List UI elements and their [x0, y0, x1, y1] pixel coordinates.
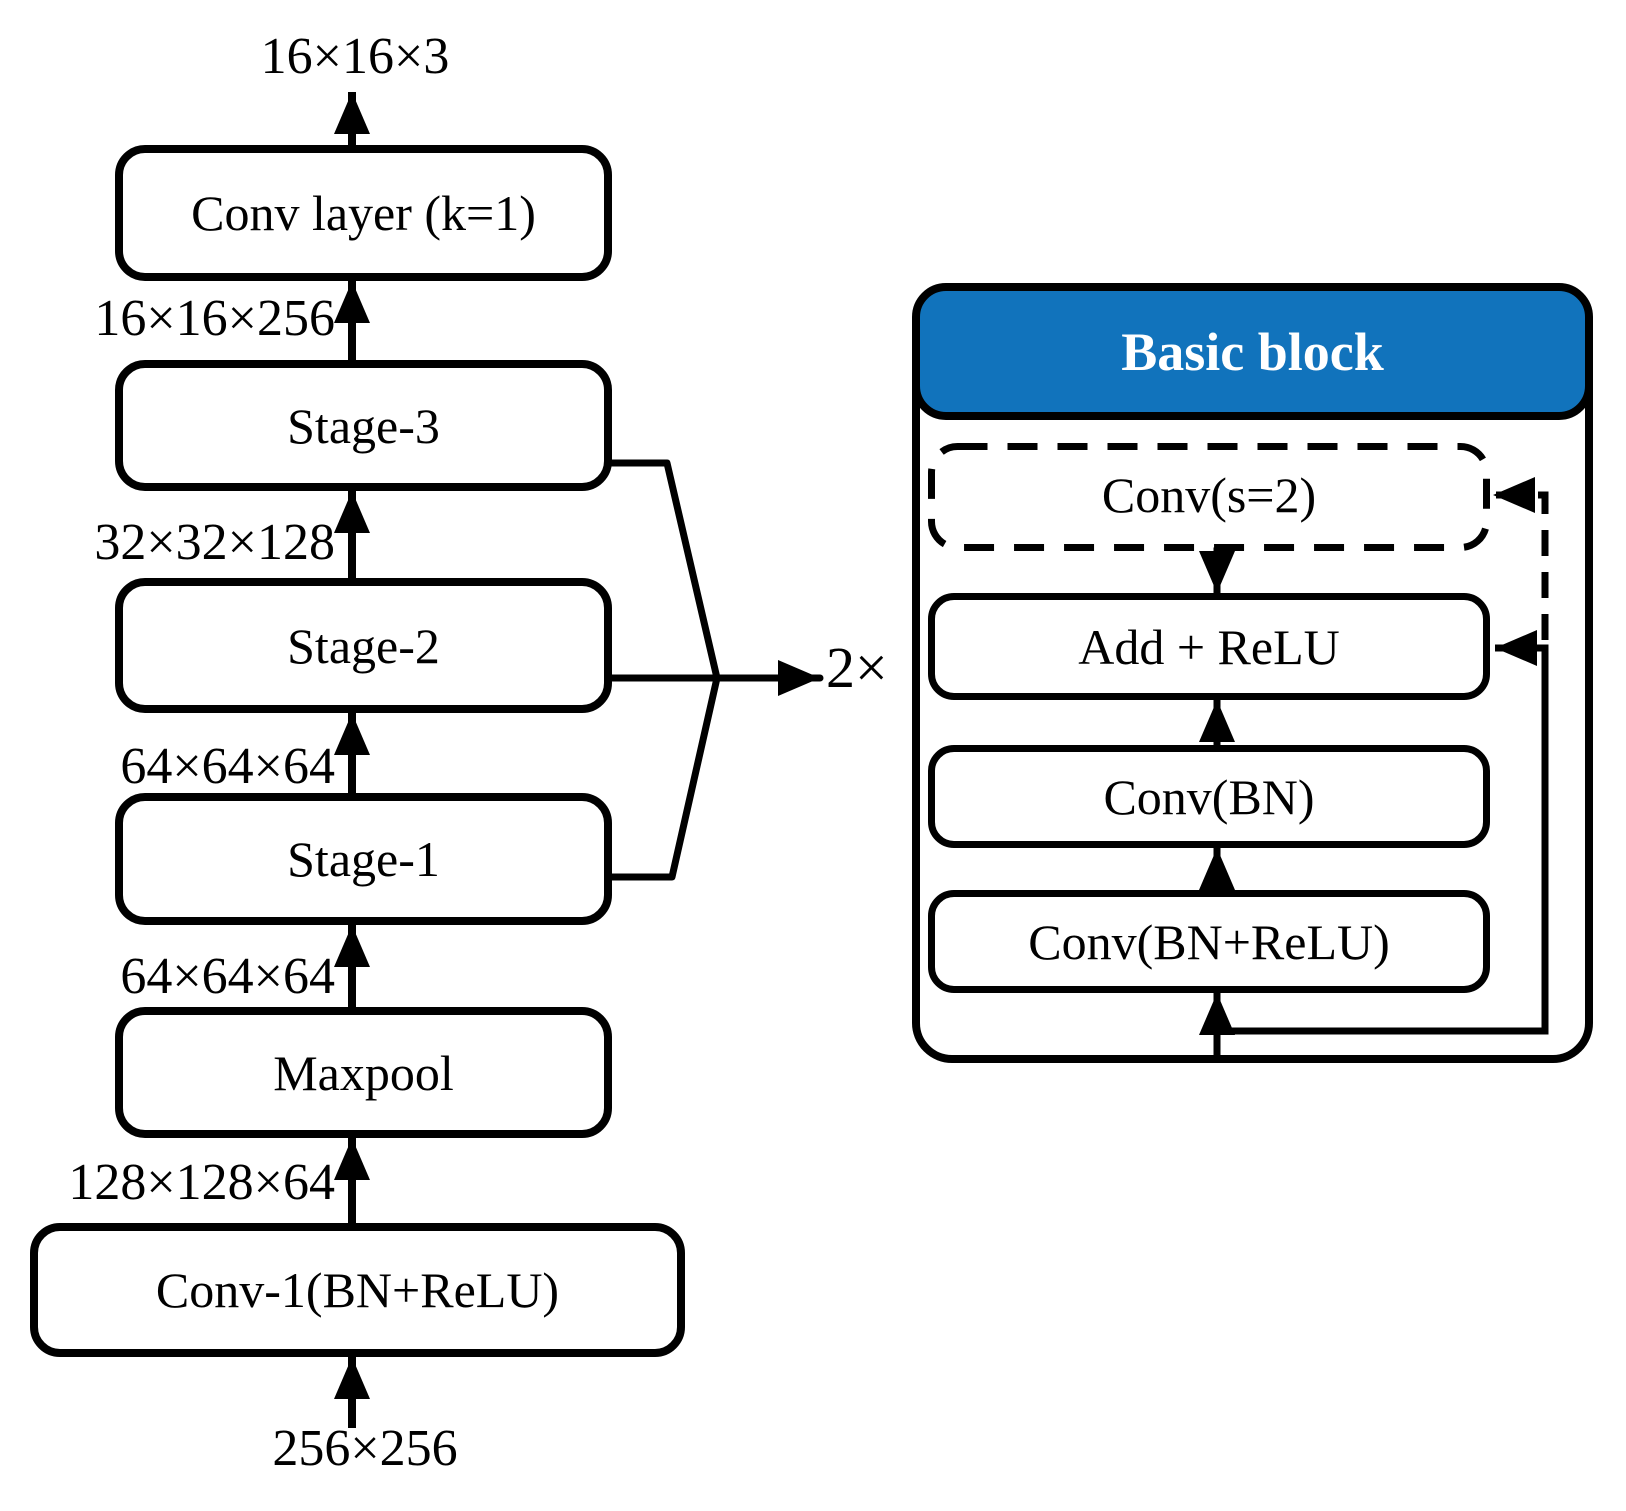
- label-repeat-2x: 2×: [826, 635, 888, 700]
- label-input-dim: 256×256: [272, 1420, 458, 1477]
- stage-brace: [608, 459, 824, 881]
- node-stage-3: Stage-3: [115, 360, 612, 491]
- conv-s2-dashed-box: [928, 443, 1490, 551]
- skip-connection-dashed: [1493, 477, 1549, 640]
- node-conv-s2: Conv(s=2): [1101, 467, 1317, 523]
- label-dim-16x16x256: 16×16×256: [94, 290, 335, 347]
- node-conv-bn: Conv(BN): [928, 745, 1490, 848]
- node-conv-layer: Conv layer (k=1): [115, 145, 612, 281]
- skip-connection-solid: [1220, 630, 1549, 1035]
- basic-block-arrows: [1199, 477, 1549, 1059]
- node-conv-bn-relu: Conv(BN+ReLU): [928, 890, 1490, 993]
- basic-block-header: Basic block: [912, 283, 1593, 420]
- label-output-dim: 16×16×3: [260, 28, 450, 85]
- node-maxpool: Maxpool: [115, 1007, 612, 1138]
- node-add-relu: Add + ReLU: [928, 593, 1490, 700]
- brace-bottom-line: [608, 674, 721, 881]
- label-dim-64x64x64-upper: 64×64×64: [120, 738, 335, 795]
- label-dim-128x128x64: 128×128×64: [68, 1154, 335, 1211]
- brace-top-line: [608, 459, 721, 682]
- node-conv-1: Conv-1(BN+ReLU): [30, 1223, 685, 1357]
- node-stage-2: Stage-2: [115, 578, 612, 713]
- label-dim-64x64x64-lower: 64×64×64: [120, 948, 335, 1005]
- node-stage-1: Stage-1: [115, 793, 612, 925]
- label-dim-32x32x128: 32×32×128: [94, 514, 335, 571]
